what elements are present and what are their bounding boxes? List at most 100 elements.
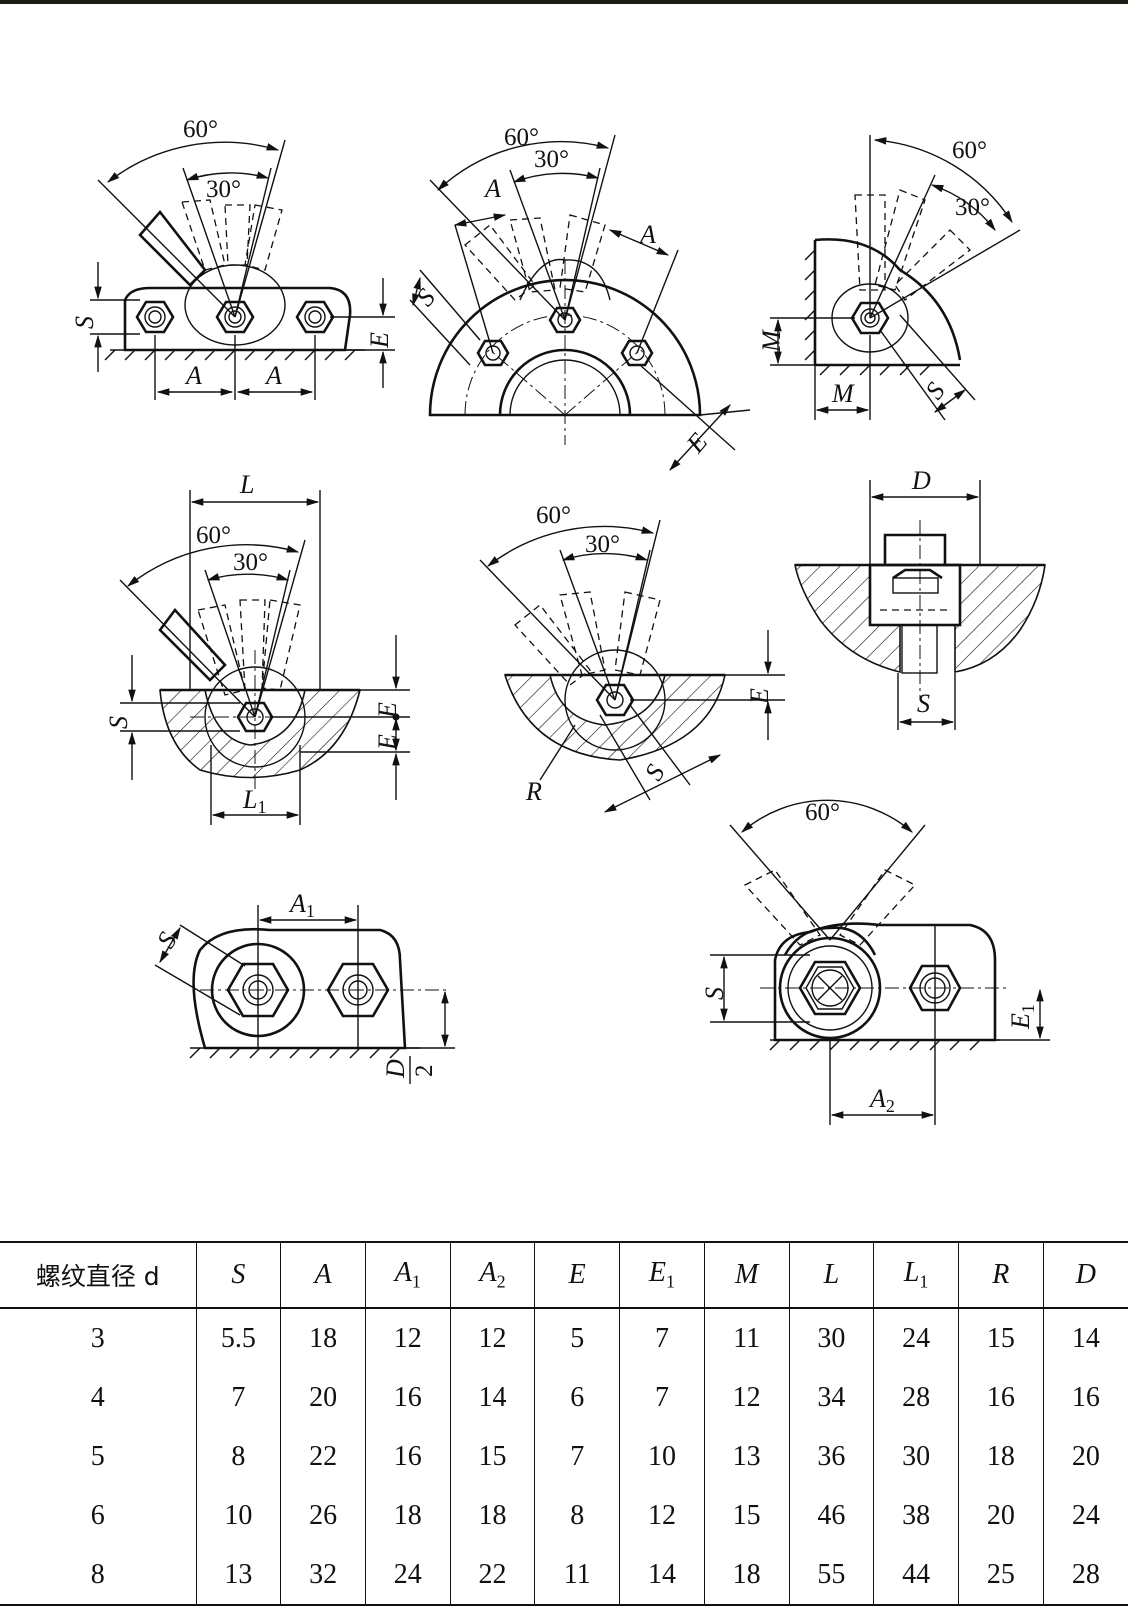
- angle-30-label: 30°: [534, 146, 569, 173]
- table-cell: 14: [449, 1368, 535, 1427]
- dim-A1-label: A1: [288, 889, 315, 921]
- table-cell: 18: [364, 1486, 451, 1545]
- col-header: A1: [364, 1241, 451, 1309]
- view-row-of-nuts: 60° 30° A A S E: [70, 116, 395, 400]
- angle-30-label: 30°: [233, 549, 268, 576]
- col-header: S: [195, 1241, 281, 1309]
- dim-R-label: R: [525, 777, 542, 806]
- table-cell: 13: [703, 1427, 790, 1486]
- table-cell: 32: [280, 1545, 366, 1606]
- top-rule: [0, 0, 1128, 4]
- view-spacing-A1: A1 S D 2: [151, 889, 455, 1084]
- table-cell: 7: [195, 1368, 281, 1427]
- table-cell: 30: [873, 1427, 959, 1486]
- col-header: 螺纹直径 d: [0, 1241, 196, 1309]
- table-cell: 14: [619, 1545, 705, 1606]
- dim-E1-label: E1: [1006, 1004, 1038, 1030]
- dim-S-label: S: [700, 987, 729, 1000]
- table-cell: 11: [703, 1308, 790, 1368]
- col-header: E1: [619, 1241, 705, 1309]
- dim-S-label: S: [410, 283, 441, 312]
- dim-S-label: S: [104, 716, 133, 729]
- svg-text:D: D: [381, 1059, 410, 1079]
- angle-60-label: 60°: [805, 799, 840, 826]
- nut-icon: [295, 300, 335, 334]
- table-cell: 18: [280, 1308, 366, 1368]
- dim-M-label: M: [757, 329, 786, 353]
- dim-D-label: D: [911, 466, 931, 495]
- dim-M-label: M: [831, 379, 855, 408]
- table-cell: 6: [534, 1368, 620, 1427]
- table-cell: 16: [364, 1368, 451, 1427]
- table-cell: 12: [703, 1368, 790, 1427]
- table-cell: 24: [873, 1308, 959, 1368]
- view-circular-flange: 60° 30° A A S E: [409, 124, 751, 471]
- angle-60-label: 60°: [183, 116, 218, 143]
- dim-E-label: E: [745, 688, 774, 705]
- angle-30-label: 30°: [585, 531, 620, 558]
- table-cell: 8: [0, 1545, 196, 1606]
- view-recess-R: 60° 30° R S E: [479, 502, 785, 813]
- dim-L-label: L: [239, 470, 254, 499]
- table-cell: 15: [957, 1308, 1044, 1368]
- dim-E-label: E: [365, 332, 394, 349]
- dim-S-label: S: [639, 760, 671, 786]
- view-corner-nut: 60° 30° M M S: [757, 135, 1021, 421]
- table-cell: 5: [534, 1308, 620, 1368]
- table-cell: 22: [449, 1545, 535, 1606]
- col-header: M: [703, 1241, 790, 1309]
- table-cell: 12: [619, 1486, 705, 1545]
- table-cell: 36: [788, 1427, 874, 1486]
- table-cell: 18: [703, 1545, 790, 1606]
- angle-60-label: 60°: [952, 137, 987, 164]
- wrench-clearance-drawings: 60° 30° A A S E: [70, 116, 1050, 1125]
- table-cell: 28: [873, 1368, 959, 1427]
- table-cell: 7: [619, 1308, 705, 1368]
- nut-icon: [476, 339, 510, 367]
- view-spacing-A2: 60° S A2 E1: [700, 799, 1050, 1125]
- col-header: R: [957, 1241, 1044, 1309]
- table-cell: 11: [534, 1545, 620, 1606]
- dim-L1-label: L1: [242, 785, 266, 817]
- table-cell: 5: [90, 1440, 105, 1472]
- angle-60-label: 60°: [536, 502, 571, 529]
- table-cell: 16: [364, 1427, 451, 1486]
- table-cell: 12: [364, 1308, 451, 1368]
- table-cell: 55: [788, 1545, 874, 1606]
- dim-A-label: A: [638, 220, 656, 249]
- table-cell: 15: [703, 1486, 790, 1545]
- table-cell: 8: [195, 1427, 281, 1486]
- table-cell: 15: [449, 1427, 535, 1486]
- angle-30-label: 30°: [955, 194, 990, 221]
- dim-A-label: A: [483, 174, 501, 203]
- table-cell: 7: [619, 1368, 705, 1427]
- table-cell: 20: [280, 1368, 366, 1427]
- table-cell: 18: [449, 1486, 535, 1545]
- table-cell: 3: [90, 1322, 105, 1354]
- col-header: D: [1042, 1241, 1128, 1309]
- table-cell: 14: [1042, 1308, 1128, 1368]
- table-cell: 16: [1042, 1368, 1128, 1427]
- angle-30-label: 30°: [206, 176, 241, 203]
- table-cell: 20: [957, 1486, 1044, 1545]
- table-cell: 44: [873, 1545, 959, 1606]
- table-cell: 25: [957, 1545, 1044, 1606]
- table-cell: 4: [90, 1381, 105, 1413]
- col-header: E: [534, 1241, 620, 1309]
- dim-S-label: S: [917, 689, 930, 718]
- table-cell: 22: [280, 1427, 366, 1486]
- dim-E-label: E: [373, 702, 402, 719]
- table-cell: 26: [280, 1486, 366, 1545]
- dim-E-label: E: [373, 734, 402, 751]
- table-cell: 10: [195, 1486, 281, 1545]
- col-header: A2: [449, 1241, 535, 1309]
- dim-A-label: A: [264, 361, 282, 390]
- table-cell: 30: [788, 1308, 874, 1368]
- view-counterbore-section: D S: [794, 466, 1046, 730]
- nut-icon: [548, 306, 582, 334]
